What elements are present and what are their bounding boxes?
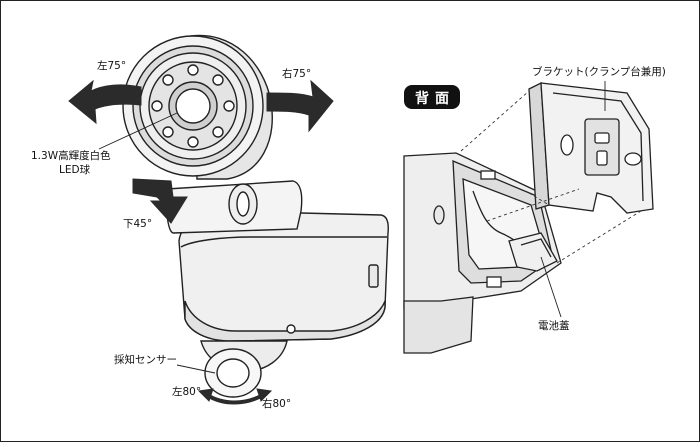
leaders-back: [540, 81, 606, 318]
bracket-hole-left: [560, 134, 574, 156]
bracket-rim: [552, 92, 644, 202]
label-battery-cover: 電池蓋: [538, 319, 570, 332]
label-led-line1: 1.3W高輝度白色: [31, 149, 111, 162]
center-bulb: [175, 88, 211, 124]
body-underside: [184, 300, 386, 342]
hinge-knob-inner: [236, 191, 250, 217]
left-rotate-arrow: [68, 79, 142, 125]
label-sensor: 採知センサー: [114, 353, 177, 366]
bottom-tab: [486, 276, 502, 288]
alignment-dashes: [460, 90, 642, 264]
label-bracket: ブラケット(クランプ台兼用): [532, 65, 666, 78]
tilt-down-arrow: [132, 178, 188, 224]
sensor-arrowhead-left: [197, 388, 214, 402]
label-sensor-left: 左80°: [172, 385, 201, 398]
back-body-lower: [403, 296, 474, 354]
side-latch: [368, 264, 379, 288]
top-tab: [480, 170, 496, 180]
label-led-line2: LED球: [59, 163, 91, 176]
bracket-plate: [528, 81, 654, 214]
battery-cover-clip: [520, 238, 552, 258]
bracket-center-plate: [584, 118, 620, 176]
body-top-edge: [180, 236, 387, 248]
bracket-slot: [594, 132, 610, 144]
arrows-front: [68, 79, 334, 405]
label-left-75: 左75°: [97, 59, 126, 72]
leaders-front: [98, 112, 216, 374]
sensor-arrowhead-right: [256, 388, 273, 402]
led-ring: [151, 64, 235, 148]
side-knob: [433, 205, 445, 225]
back-view: [403, 152, 562, 354]
sensor-window: [216, 358, 250, 388]
sensor-swivel-arrow: [205, 393, 264, 405]
label-right-75: 右75°: [282, 67, 311, 80]
right-rotate-arrow: [266, 79, 334, 133]
bracket-hole-right: [624, 152, 642, 166]
bracket-slot-2: [596, 150, 608, 166]
back-badge-text: 背面: [415, 90, 455, 107]
label-sensor-right: 右80°: [262, 397, 291, 410]
body-screw: [286, 324, 296, 334]
front-view: [122, 34, 389, 398]
battery-cover: [508, 232, 558, 272]
label-tilt-down: 下45°: [123, 218, 152, 230]
back-badge: 背面: [404, 85, 460, 109]
